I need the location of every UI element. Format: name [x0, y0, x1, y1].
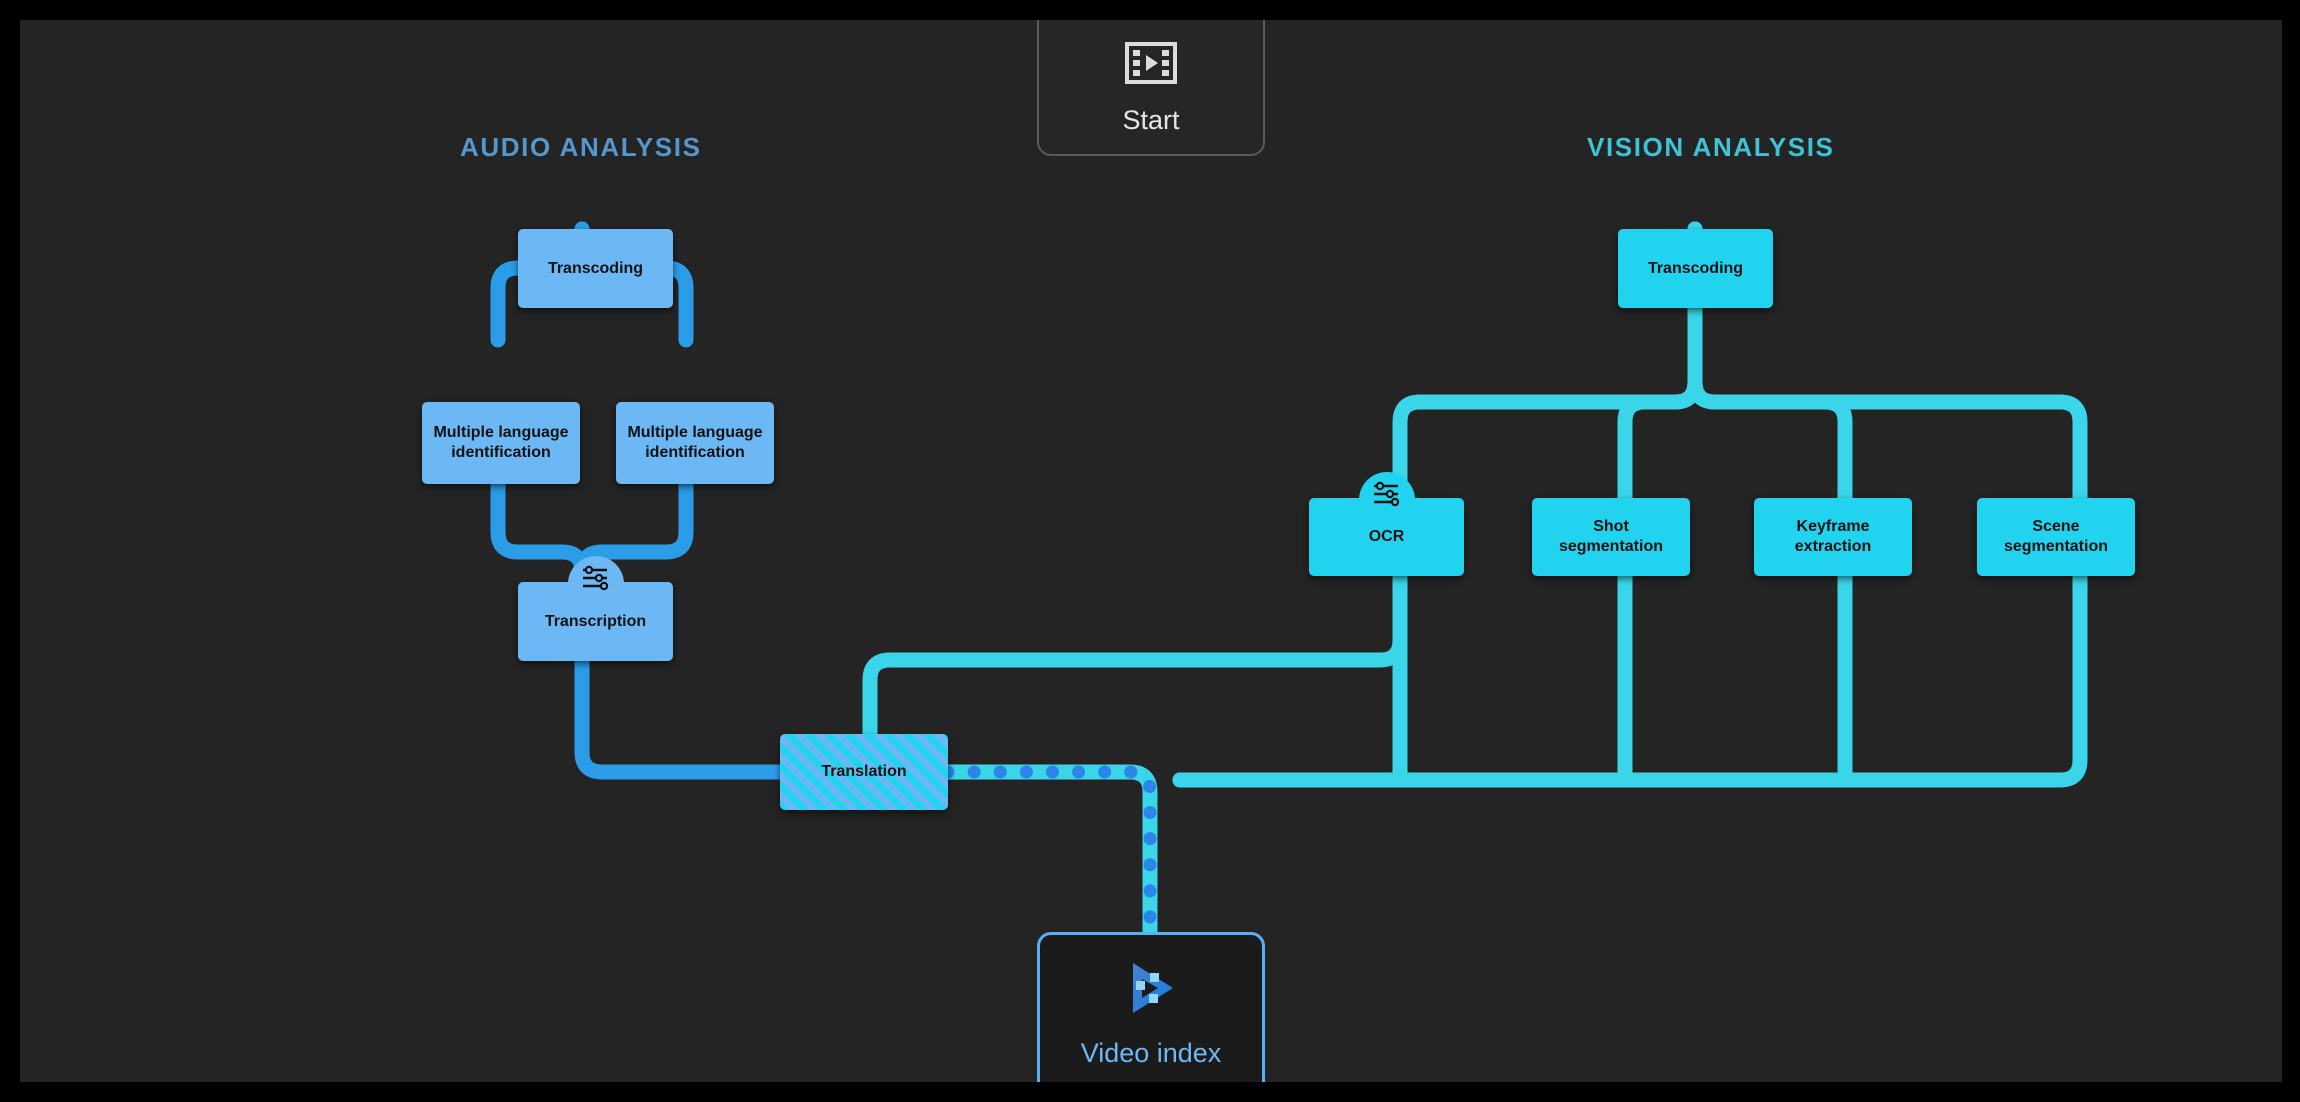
- diagram-canvas: .e-audio {fill:none;stroke:#2b9ce8;strok…: [20, 20, 2282, 1082]
- node-label: Translation: [821, 763, 907, 781]
- node-shot-segmentation[interactable]: Shot segmentation: [1532, 498, 1690, 576]
- section-title-audio-analysis: AUDIO ANALYSIS: [460, 132, 702, 162]
- node-audio-multiple-language-identification-left[interactable]: Multiple language identification: [422, 402, 580, 484]
- node-ocr[interactable]: OCR: [1309, 472, 1464, 576]
- node-label: OCR: [1368, 528, 1405, 546]
- node-keyframe-extraction[interactable]: Keyframe extraction: [1754, 498, 1912, 576]
- node-label: Transcription: [544, 612, 647, 630]
- section-title-vision-analysis: VISION ANALYSIS: [1587, 132, 1835, 162]
- settings-sliders-icon: [1358, 472, 1415, 528]
- node-label: Multiple language identification: [433, 424, 569, 461]
- settings-sliders-icon: [567, 556, 624, 612]
- node-label: Shot segmentation: [1558, 518, 1663, 555]
- film-strip-play-icon: [1125, 42, 1177, 89]
- connector-layer: .e-audio {fill:none;stroke:#2b9ce8;strok…: [490, 221, 2088, 940]
- node-label: Scene segmentation: [2003, 518, 2108, 555]
- node-audio-transcoding[interactable]: Transcoding: [518, 229, 673, 308]
- start-node-label: Start: [1122, 105, 1180, 135]
- start-node[interactable]: Start: [1037, 20, 1265, 156]
- video-index-label: Video index: [1080, 1038, 1222, 1068]
- node-translation[interactable]: Translation: [780, 734, 948, 810]
- node-transcription[interactable]: Transcription: [518, 556, 673, 661]
- node-scene-segmentation[interactable]: Scene segmentation: [1977, 498, 2135, 576]
- node-vision-transcoding[interactable]: Transcoding: [1618, 229, 1773, 308]
- node-audio-multiple-language-identification-right[interactable]: Multiple language identification: [616, 402, 774, 484]
- node-label: Multiple language identification: [627, 424, 763, 461]
- video-indexer-play-logo: [1120, 957, 1182, 1024]
- node-label: Transcoding: [1647, 259, 1744, 277]
- node-label: Transcoding: [547, 259, 644, 277]
- node-label: Keyframe extraction: [1794, 518, 1872, 555]
- video-index-node[interactable]: Video index: [1037, 932, 1265, 1082]
